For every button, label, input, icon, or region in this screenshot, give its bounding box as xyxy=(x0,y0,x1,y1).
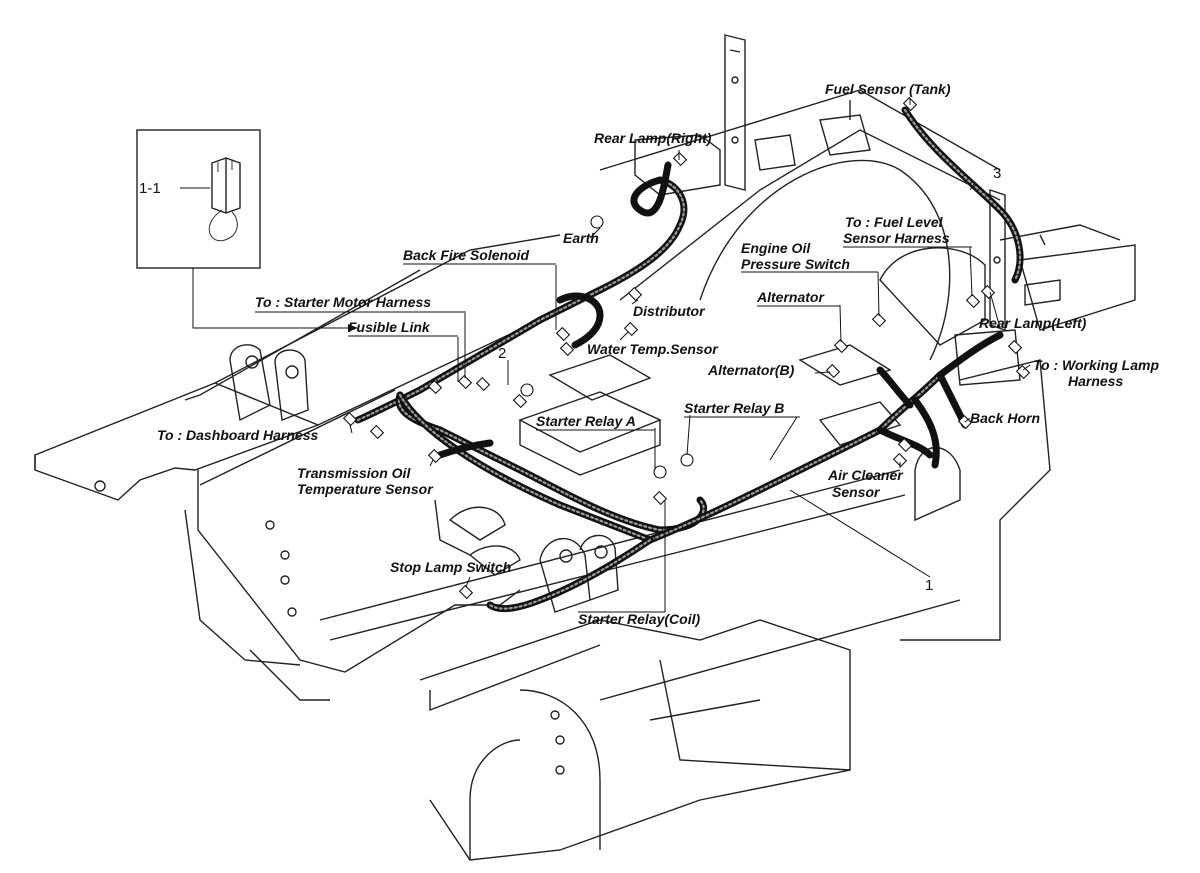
label-to-fuel-level-line2: Sensor Harness xyxy=(843,230,950,246)
label-to-working-lamp-line2: Harness xyxy=(1068,373,1123,389)
label-back-horn: Back Horn xyxy=(970,410,1040,426)
label-back-fire-solenoid: Back Fire Solenoid xyxy=(403,247,529,263)
label-distributor: Distributor xyxy=(633,303,706,319)
label-stop-lamp-switch: Stop Lamp Switch xyxy=(390,559,511,575)
label-to-starter-motor-harness: To : Starter Motor Harness xyxy=(255,294,431,310)
label-fuel-sensor-tank: Fuel Sensor (Tank) xyxy=(825,81,951,97)
label-water-temp-sensor: Water Temp.Sensor xyxy=(587,341,719,357)
fusible-link-part-icon xyxy=(208,157,241,242)
leader-lines xyxy=(180,98,1031,612)
label-rear-lamp-right: Rear Lamp(Right) xyxy=(594,130,712,146)
label-to-dashboard-harness: To : Dashboard Harness xyxy=(157,427,319,443)
label-transmission-oil-line2: Temperature Sensor xyxy=(297,481,434,497)
callout-1-1: 1-1 xyxy=(139,180,161,197)
label-engine-oil-line1: Engine Oil xyxy=(741,240,811,256)
label-alternator: Alternator xyxy=(756,289,825,305)
label-fusible-link: Fusible Link xyxy=(348,319,431,335)
label-starter-relay-b: Starter Relay B xyxy=(684,400,784,416)
callout-2: 2 xyxy=(498,345,506,362)
label-alternator-b: Alternator(B) xyxy=(707,362,795,378)
label-earth: Earth xyxy=(563,230,599,246)
label-rear-lamp-left: Rear Lamp(Left) xyxy=(979,315,1087,331)
label-transmission-oil-line1: Transmission Oil xyxy=(297,465,411,481)
component-labels: Fuel Sensor (Tank) Rear Lamp(Right) Eart… xyxy=(157,81,1159,627)
main-harness-1 xyxy=(354,161,1004,613)
callout-1: 1 xyxy=(925,577,933,594)
label-air-cleaner-line2: Sensor xyxy=(832,484,881,500)
label-air-cleaner-line1: Air Cleaner xyxy=(827,467,904,483)
chassis-frame xyxy=(34,34,1136,861)
label-starter-relay-a: Starter Relay A xyxy=(536,413,636,429)
label-to-fuel-level-line1: To : Fuel Level xyxy=(845,214,944,230)
label-engine-oil-line2: Pressure Switch xyxy=(741,256,850,272)
label-starter-relay-coil: Starter Relay(Coil) xyxy=(578,611,700,627)
callout-numbers: 1-1 1 2 3 xyxy=(139,165,1001,594)
label-to-working-lamp-line1: To : Working Lamp xyxy=(1033,357,1159,373)
callout-3: 3 xyxy=(993,165,1001,182)
fuel-sensor-harness-3 xyxy=(901,106,1024,284)
